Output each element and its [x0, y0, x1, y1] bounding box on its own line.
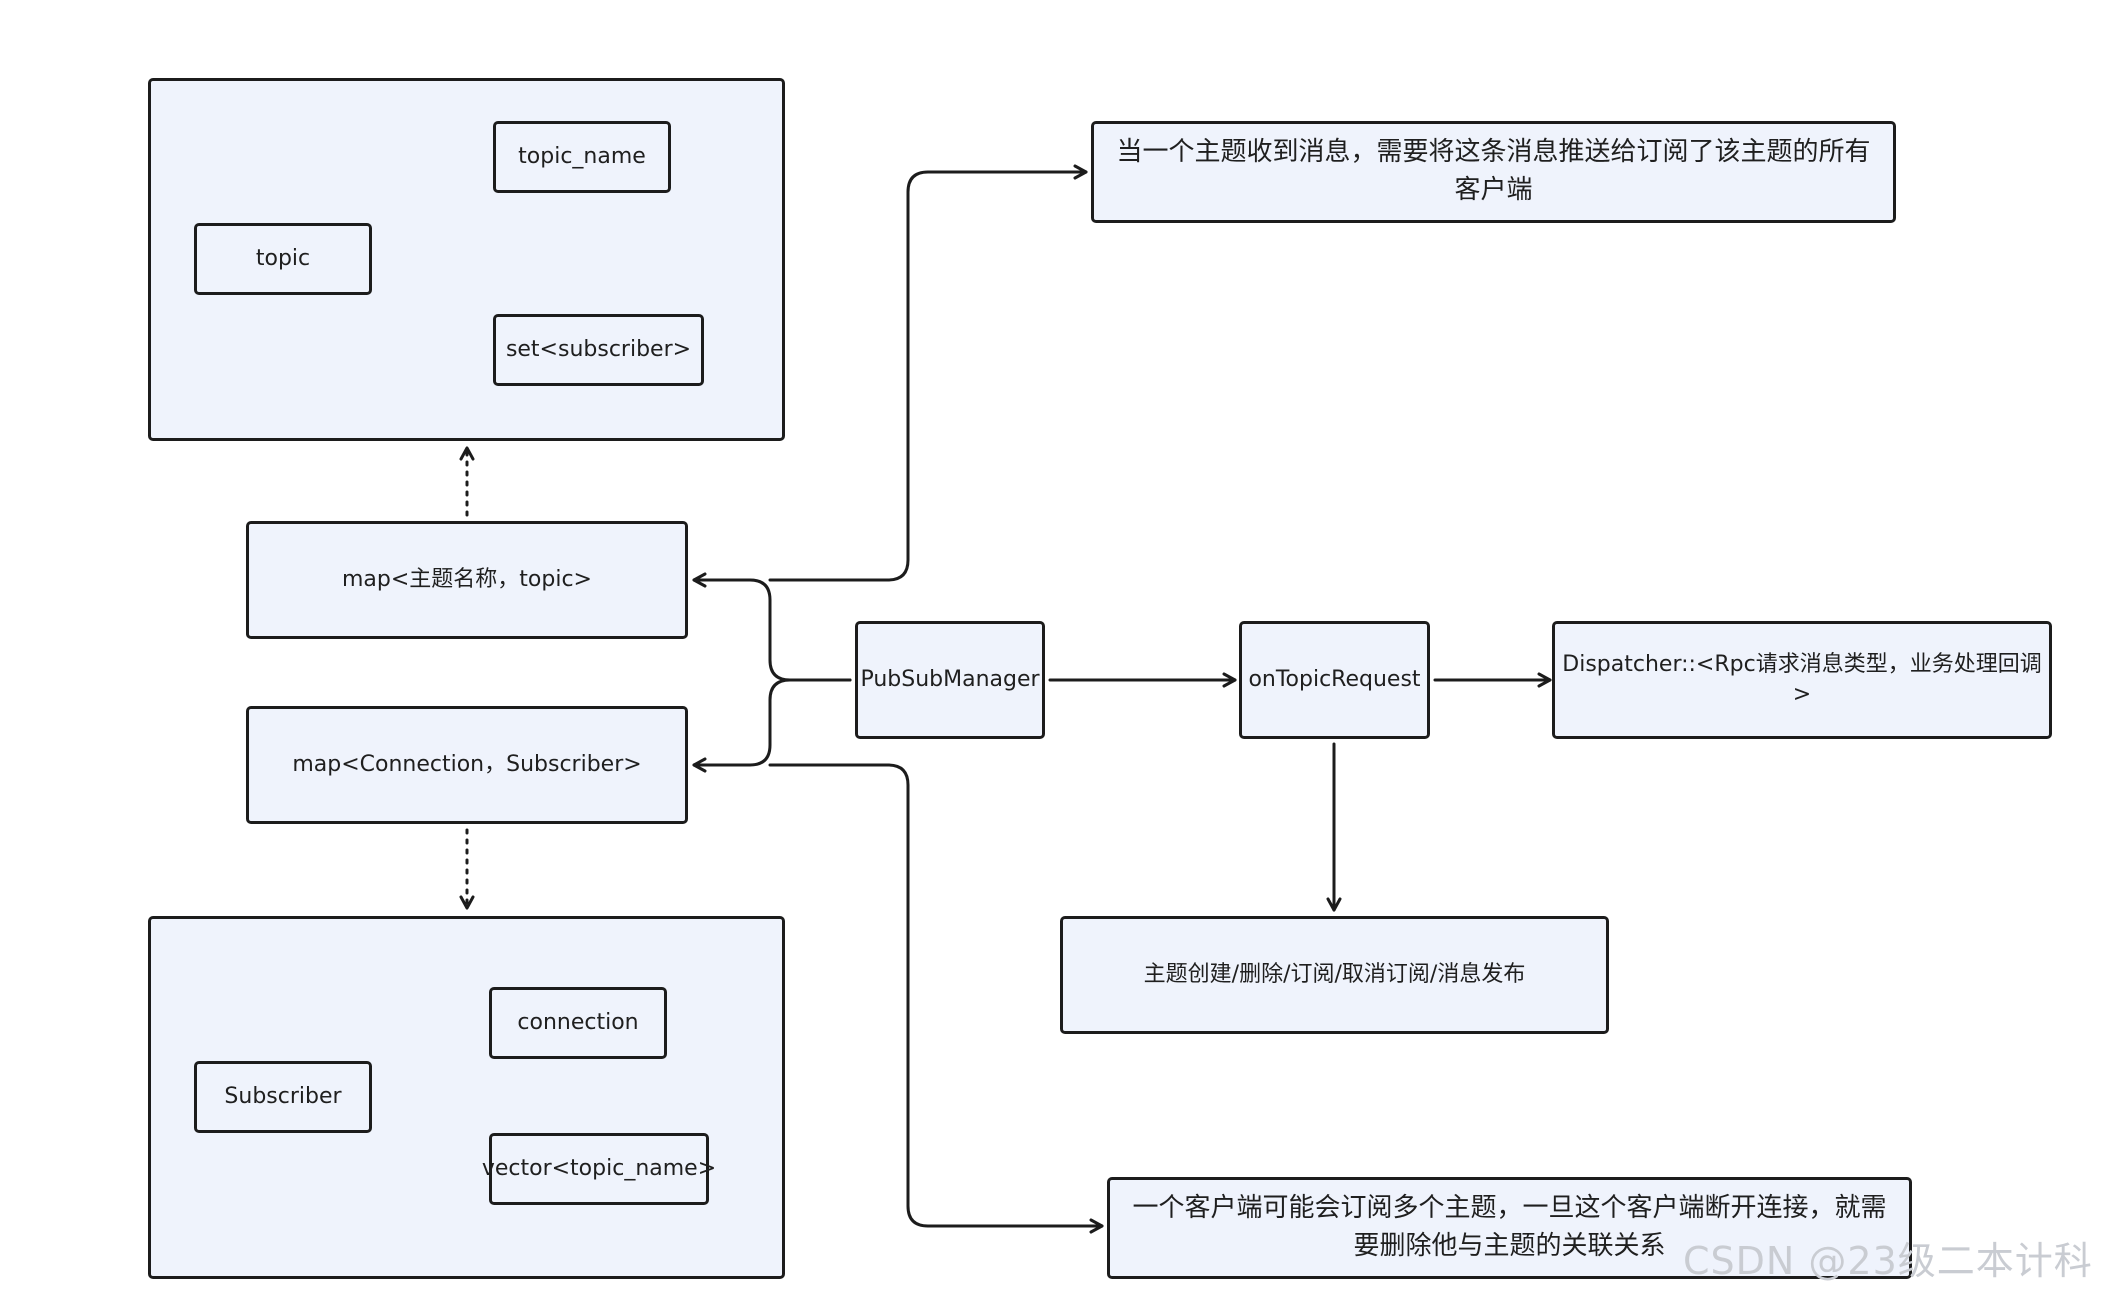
connection-node: connection [489, 987, 667, 1059]
set-subscriber-node: set<subscriber> [493, 314, 704, 386]
pubsub-manager-node: PubSubManager [855, 621, 1045, 739]
publish-note: 当一个主题收到消息，需要将这条消息推送给订阅了该主题的所有 客户端 [1091, 121, 1896, 223]
topic-node: topic [194, 223, 372, 295]
link-disconnect-note [768, 763, 1104, 1234]
connection-map-node: map<Connection，Subscriber> [246, 706, 688, 824]
disconnect-note: 一个客户端可能会订阅多个主题，一旦这个客户端断开连接，就需 要删除他与主题的关联… [1107, 1177, 1912, 1279]
operations-node: 主题创建/删除/订阅/取消订阅/消息发布 [1060, 916, 1609, 1034]
topic-map-node: map<主题名称，topic> [246, 521, 688, 639]
vector-topic-name-node: vector<topic_name> [482, 1133, 716, 1205]
dispatcher-node: Dispatcher::<Rpc请求消息类型，业务处理回调> [1552, 621, 2052, 739]
disconnect-note-line2: 要删除他与主题的关联关系 [1353, 1231, 1666, 1261]
publish-note-line2: 客户端 [1454, 175, 1533, 205]
link-publish-note [768, 164, 1088, 582]
disconnect-note-line1: 一个客户端可能会订阅多个主题，一旦这个客户端断开连接，就需 [1132, 1193, 1887, 1224]
on-topic-request-node: onTopicRequest [1239, 621, 1430, 739]
link-manager-topic-map [692, 572, 852, 682]
watermark: CSDN @23级二本计科 [1683, 1239, 2093, 1283]
topic-name-node: topic_name [493, 121, 671, 193]
publish-note-line1: 当一个主题收到消息，需要将这条消息推送给订阅了该主题的所有 [1116, 137, 1871, 168]
link-manager-connection-map [692, 678, 852, 773]
subscriber-node: Subscriber [194, 1061, 372, 1133]
